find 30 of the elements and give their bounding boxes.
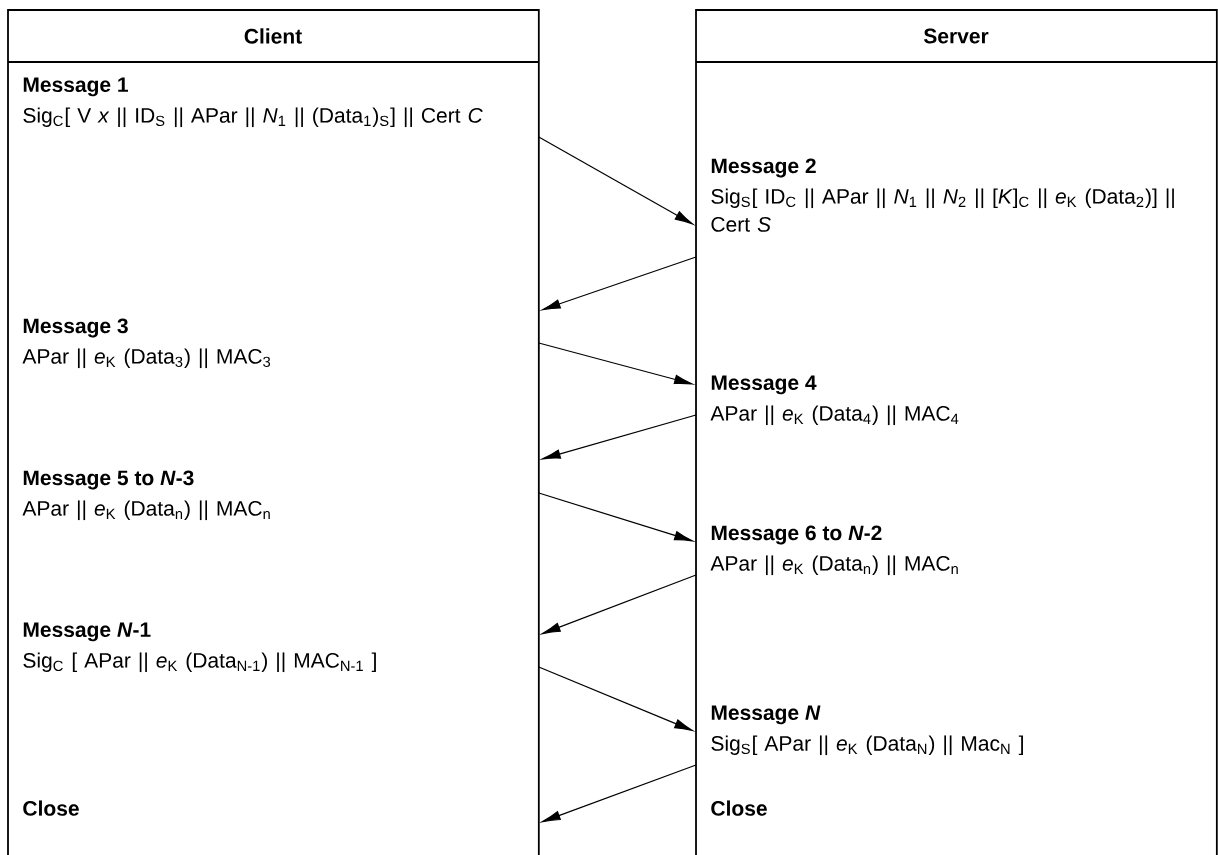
message-content: APar || e$_{K}$ (Data$_{4}$) || MAC$_{4}$ [710,405,959,426]
arrow [538,666,693,732]
lane-box [7,9,540,855]
message-heading: Close [23,800,79,816]
message-content: Sig$_{C}$ [ APar || e$_{K}$ (Data$_{N-1}$) || MAC$_{N-1}$ ] [23,652,376,673]
message-content: APar || e$_{K}$ (Data$_{n}$) || MAC$_{n}$ [710,555,958,576]
message-heading: Message 2 [711,158,816,178]
lane-title: Client [244,28,302,44]
message-heading: Message 5 to N-3 [23,470,194,490]
message-heading: Message 4 [711,375,817,395]
message-heading: Message 3 [23,318,128,338]
message-heading: Message 6 to N-2 [711,525,882,545]
arrow [538,492,693,542]
message-heading: Close [711,800,767,816]
message-content: APar || e$_{K}$ (Data$_{n}$) || MAC$_{n}$ [22,500,270,521]
arrow [542,414,697,460]
arrow [541,574,697,635]
arrow [542,256,697,311]
message-content: Sig$_{C}$[ V x || ID$_{S}$ || APar || N$_{1}$ || (Data$_{1}$)$_{S}$] || Cert C [23,107,483,128]
message-heading: Message N [711,705,821,725]
message-content: Sig$_{S}$[ ID$_{C}$ || APar || N$_{1}$ || N$_{2}$ || [K]$_{C}$ || e$_{K}$ (Data$_{2}$)] || Cert S [711,188,1174,232]
message-heading: Message 1 [23,77,128,97]
arrow [541,764,697,823]
lane-title: Server [923,28,989,44]
message-content: Sig$_{S}$[ APar || e$_{K}$ (Data$_{N}$) || Mac$_{N}$ ] [711,735,1023,756]
arrow [538,342,693,385]
message-content: APar || e$_{K}$ (Data$_{3}$) || MAC$_{3}$ [22,348,271,369]
arrow [538,136,694,225]
message-heading: Message N-1 [23,622,151,642]
lane-box [695,9,1218,855]
